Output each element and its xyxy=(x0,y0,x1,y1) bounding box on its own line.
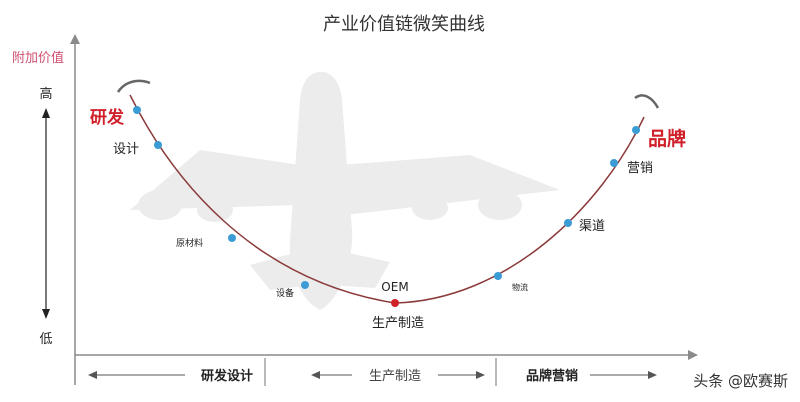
point-channel xyxy=(564,219,572,227)
right-arrow-icon xyxy=(648,371,657,379)
right-top-arc xyxy=(634,94,660,109)
segment-label-right: 品牌营销 xyxy=(526,368,578,384)
node-label-design: 设计 xyxy=(113,142,139,157)
point-materials xyxy=(228,234,236,242)
point-equipment xyxy=(301,281,309,289)
y-axis-low-label: 低 xyxy=(39,332,52,347)
node-label-materials: 原材料 xyxy=(176,237,203,249)
node-label-marketing: 营销 xyxy=(627,161,653,176)
node-label-production: 生产制造 xyxy=(372,316,424,331)
range-arrow-down-icon xyxy=(42,309,50,319)
segment-label-middle: 生产制造 xyxy=(369,369,421,384)
curve-points xyxy=(133,106,640,307)
left-top-arc xyxy=(116,79,151,93)
left-arrow-icon xyxy=(311,371,320,379)
point-rd xyxy=(133,106,141,114)
node-label-logistics: 物流 xyxy=(512,282,528,292)
point-design xyxy=(154,141,162,149)
x-axis xyxy=(75,350,698,386)
node-label-oem: OEM xyxy=(381,280,408,294)
left-arrow-icon xyxy=(88,371,97,379)
airplane-silhouette-icon xyxy=(130,71,560,310)
y-axis-high-label: 高 xyxy=(39,86,52,102)
node-label-brand: 品牌 xyxy=(648,127,686,150)
segment-label-left: 研发设计 xyxy=(201,368,253,384)
chart-title: 产业价值链微笑曲线 xyxy=(323,14,485,35)
x-axis-arrow-icon xyxy=(688,350,698,360)
node-label-rd: 研发 xyxy=(90,107,125,128)
right-arrow-icon xyxy=(476,371,485,379)
point-oem xyxy=(391,299,399,307)
segment-arrows xyxy=(88,371,657,379)
point-marketing xyxy=(610,159,618,167)
node-label-equipment: 设备 xyxy=(276,287,294,299)
y-axis: 附加价值 高 低 xyxy=(12,34,80,385)
y-axis-arrow-icon xyxy=(70,34,80,44)
range-arrow-up-icon xyxy=(42,108,50,118)
node-label-channel: 渠道 xyxy=(579,219,605,234)
watermark: 头条 @欧赛斯 xyxy=(693,372,788,390)
point-logistics xyxy=(494,272,502,280)
y-axis-label: 附加价值 xyxy=(12,50,64,66)
point-brand xyxy=(632,126,640,134)
